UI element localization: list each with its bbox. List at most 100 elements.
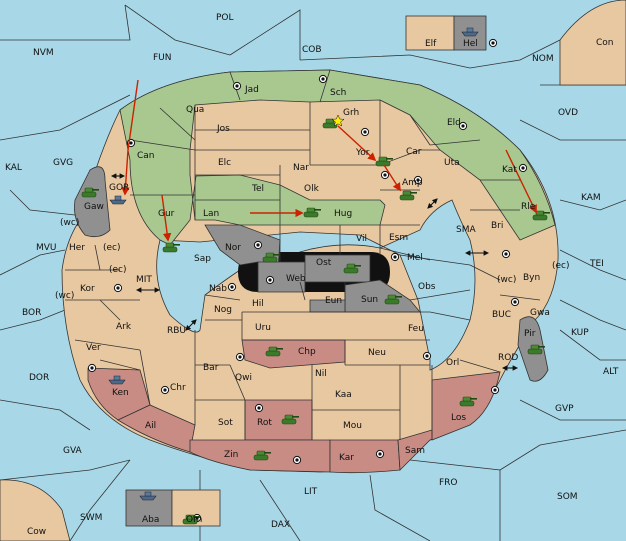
label-ver: Ver (86, 343, 101, 353)
territory-rot[interactable] (244, 399, 313, 441)
sea-bor: BOR (22, 308, 41, 318)
internal-borders (65, 69, 541, 440)
sc (265, 275, 275, 285)
sea-labels: POL NVM FUN COB NOM Con OVD KAL GVG KAM … (5, 13, 619, 537)
label-ken: Ken (112, 388, 129, 398)
territory-cow[interactable] (0, 479, 71, 541)
territory-ost[interactable] (304, 254, 371, 283)
sc (113, 283, 123, 293)
label-mel: Mel (407, 253, 423, 263)
star-icon (331, 114, 345, 127)
sc (254, 403, 264, 413)
territory-ail[interactable] (117, 404, 196, 453)
supply-centers (87, 38, 528, 523)
territory-labels: Elf Hel Jad Sch Qua Jos Grh Eld Can Elc … (55, 39, 570, 525)
sc (235, 352, 245, 362)
sea-con: Con (596, 38, 614, 48)
label-qua: Qua (186, 105, 204, 115)
label-ark: Ark (116, 322, 132, 332)
sea-dax: DAX (271, 520, 290, 530)
label-grh: Grh (343, 108, 359, 118)
sea-tei: TEI (589, 259, 604, 269)
label-orn: Orn (186, 515, 202, 525)
label-elf: Elf (425, 39, 437, 49)
label-rot: Rot (257, 418, 272, 428)
sea-gva: GVA (63, 446, 83, 456)
sea-cob: COB (302, 45, 322, 55)
sea-rbu: RBU (167, 326, 186, 336)
sea-sma: SMA (456, 225, 476, 235)
sea-kup: KUP (571, 328, 589, 338)
sea-gvg: GVG (53, 158, 73, 168)
label-chp: Chp (298, 347, 316, 357)
label-sot: Sot (218, 418, 233, 428)
label-car: Car (406, 147, 422, 157)
label-eld: Eld (447, 118, 461, 128)
label-hil: Hil (252, 299, 264, 309)
label-kat: Kat (502, 165, 517, 175)
territory-gaw[interactable] (74, 166, 111, 238)
label-ost: Ost (316, 258, 332, 268)
sc (390, 252, 400, 262)
sc (87, 363, 97, 373)
sc (488, 38, 498, 48)
label-mou: Mou (343, 421, 362, 431)
label-sun: Sun (361, 295, 378, 305)
label-tel: Tel (251, 184, 264, 194)
label-pir: Pir (524, 329, 536, 339)
label-hug: Hug (334, 209, 352, 219)
sea-rod: ROD (498, 353, 518, 363)
label-lan: Lan (203, 209, 219, 219)
sea-kal: KAL (5, 163, 22, 173)
label-nor: Nor (225, 243, 241, 253)
sc (375, 449, 385, 459)
label-qwi: Qwi (235, 373, 252, 383)
sc (510, 297, 520, 307)
sea-ovd: OVD (558, 108, 578, 118)
canal-arrows (110, 173, 519, 371)
label-chr: Chr (170, 383, 186, 393)
territory-con[interactable] (559, 0, 626, 86)
sea-mit: MIT (136, 275, 152, 285)
sea-mvu: MVU (36, 243, 57, 253)
label-skr: Skr (285, 254, 300, 264)
sea-pol: POL (216, 13, 234, 23)
label-byn: Byn (523, 273, 540, 283)
label-yor: Yor (355, 148, 370, 158)
territory-web[interactable] (257, 261, 306, 293)
label-olk: Olk (304, 184, 320, 194)
move-orders (121, 79, 537, 242)
label-jos: Jos (216, 124, 230, 134)
sc (360, 127, 370, 137)
sea-lit: LIT (304, 487, 318, 497)
label-wc3: (wc) (497, 275, 516, 285)
sc (253, 240, 263, 250)
label-can: Can (137, 151, 155, 161)
sea-gvp: GVP (555, 404, 574, 414)
label-aba: Aba (142, 515, 159, 525)
label-jad: Jad (244, 85, 259, 95)
label-ec1: (ec) (103, 243, 121, 253)
label-gur: Gur (158, 209, 175, 219)
sea-nom: NOM (532, 54, 554, 64)
label-esm: Esm (389, 233, 408, 243)
sea-swm: SWM (80, 513, 102, 523)
label-sam: Sam (405, 446, 425, 456)
label-wc2: (wc) (55, 291, 74, 301)
sc (380, 170, 390, 180)
sc (232, 81, 242, 91)
label-her: Her (69, 243, 85, 253)
label-orl: Orl (446, 358, 459, 368)
sc (501, 249, 511, 259)
sea-kam: KAM (581, 193, 601, 203)
label-hel: Hel (463, 39, 478, 49)
label-nog: Nog (214, 305, 232, 315)
label-kar: Kar (339, 453, 354, 463)
label-ec2: (ec) (109, 265, 127, 275)
label-gor: GOR (109, 183, 129, 193)
label-bar: Bar (203, 363, 219, 373)
label-eun: Eun (325, 296, 342, 306)
sc (318, 74, 328, 84)
sc (227, 282, 237, 292)
